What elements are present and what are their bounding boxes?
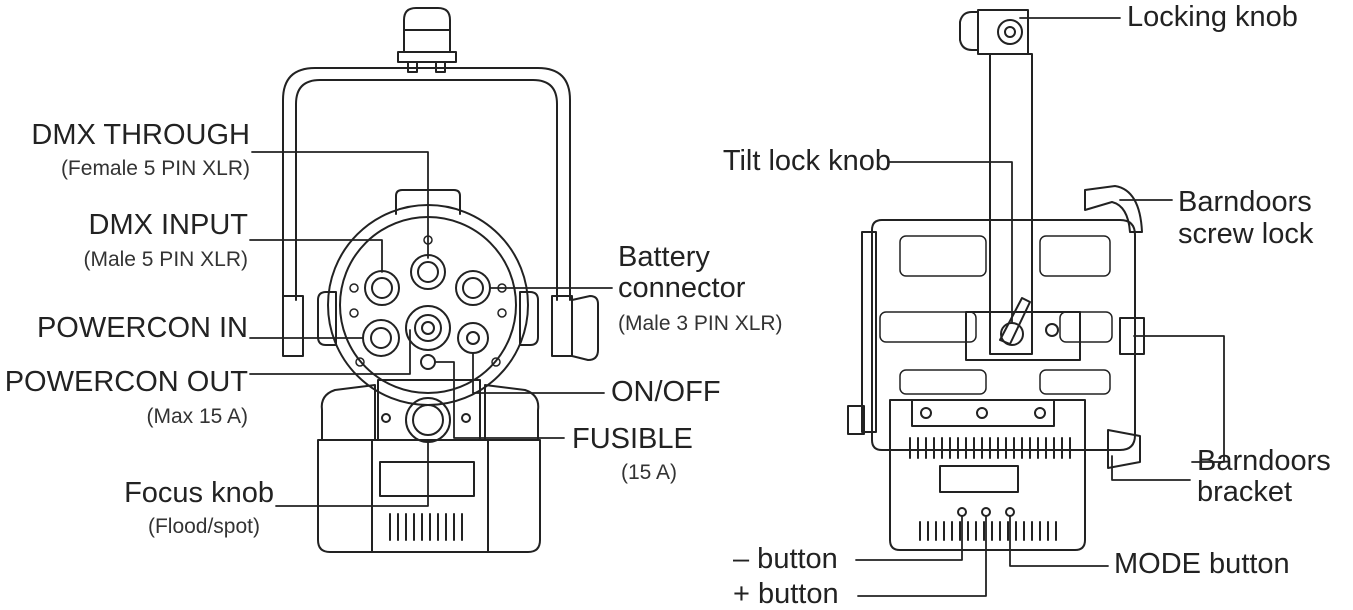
side-tilt-mount: [965, 297, 1081, 361]
leader-fusible: [435, 361, 565, 439]
leader-minus-button: [855, 515, 963, 561]
sublabel-focus-knob: (Flood/spot): [147, 515, 260, 538]
sublabel-powercon-out: (Max 15 A): [146, 405, 248, 428]
front-view-fixture: [282, 7, 599, 553]
leader-barndoors-bracket: [1111, 455, 1191, 481]
leader-dmx-input: [249, 239, 383, 273]
label-battery-line1: Battery: [618, 241, 710, 273]
label-fusible: FUSIBLE: [572, 423, 693, 455]
label-mode-button: MODE button: [1114, 548, 1290, 580]
label-tilt-lock-knob: Tilt lock knob: [722, 145, 891, 177]
sublabel-dmx-input: (Male 5 PIN XLR): [83, 248, 248, 271]
side-body: [847, 185, 1145, 469]
leader-plus-button: [857, 515, 987, 597]
label-barndoors-screw-lock-line2: screw lock: [1178, 218, 1314, 250]
front-lower-body: [317, 379, 541, 553]
label-barndoors-screw-lock-line1: Barndoors: [1178, 186, 1312, 218]
label-battery-line2: connector: [618, 272, 746, 304]
label-barndoors-bracket-line2: bracket: [1197, 476, 1293, 508]
front-top-clamp: [397, 7, 457, 73]
side-yoke-arm: [989, 53, 1033, 355]
front-yoke: [282, 67, 599, 361]
sublabel-fusible: (15 A): [621, 461, 678, 484]
side-control-box: [889, 399, 1086, 551]
label-powercon-in: POWERCON IN: [36, 312, 248, 344]
label-powercon-out: POWERCON OUT: [4, 366, 248, 398]
leader-tilt-lock-knob: [889, 161, 1013, 323]
side-locking-clamp: [959, 9, 1029, 55]
sublabel-battery-connector: (Male 3 PIN XLR): [618, 312, 783, 335]
label-plus-button: + button: [733, 578, 839, 610]
label-locking-knob: Locking knob: [1127, 1, 1298, 33]
label-dmx-through: DMX THROUGH: [31, 119, 250, 151]
leader-barndoors-latch: [1133, 335, 1225, 463]
leader-mode-button: [1009, 515, 1109, 567]
leader-focus-knob: [275, 439, 429, 507]
leader-dmx-through: [251, 151, 429, 259]
label-dmx-input: DMX INPUT: [88, 209, 249, 241]
leader-on-off: [472, 352, 605, 394]
label-minus-button: – button: [733, 543, 838, 575]
leader-powercon-out: [249, 329, 411, 375]
sublabel-dmx-through: (Female 5 PIN XLR): [60, 157, 250, 180]
label-barndoors-bracket-line1: Barndoors: [1197, 445, 1331, 477]
side-view-fixture: [847, 9, 1145, 551]
label-on-off: ON/OFF: [611, 376, 721, 408]
label-focus-knob: Focus knob: [124, 477, 274, 509]
